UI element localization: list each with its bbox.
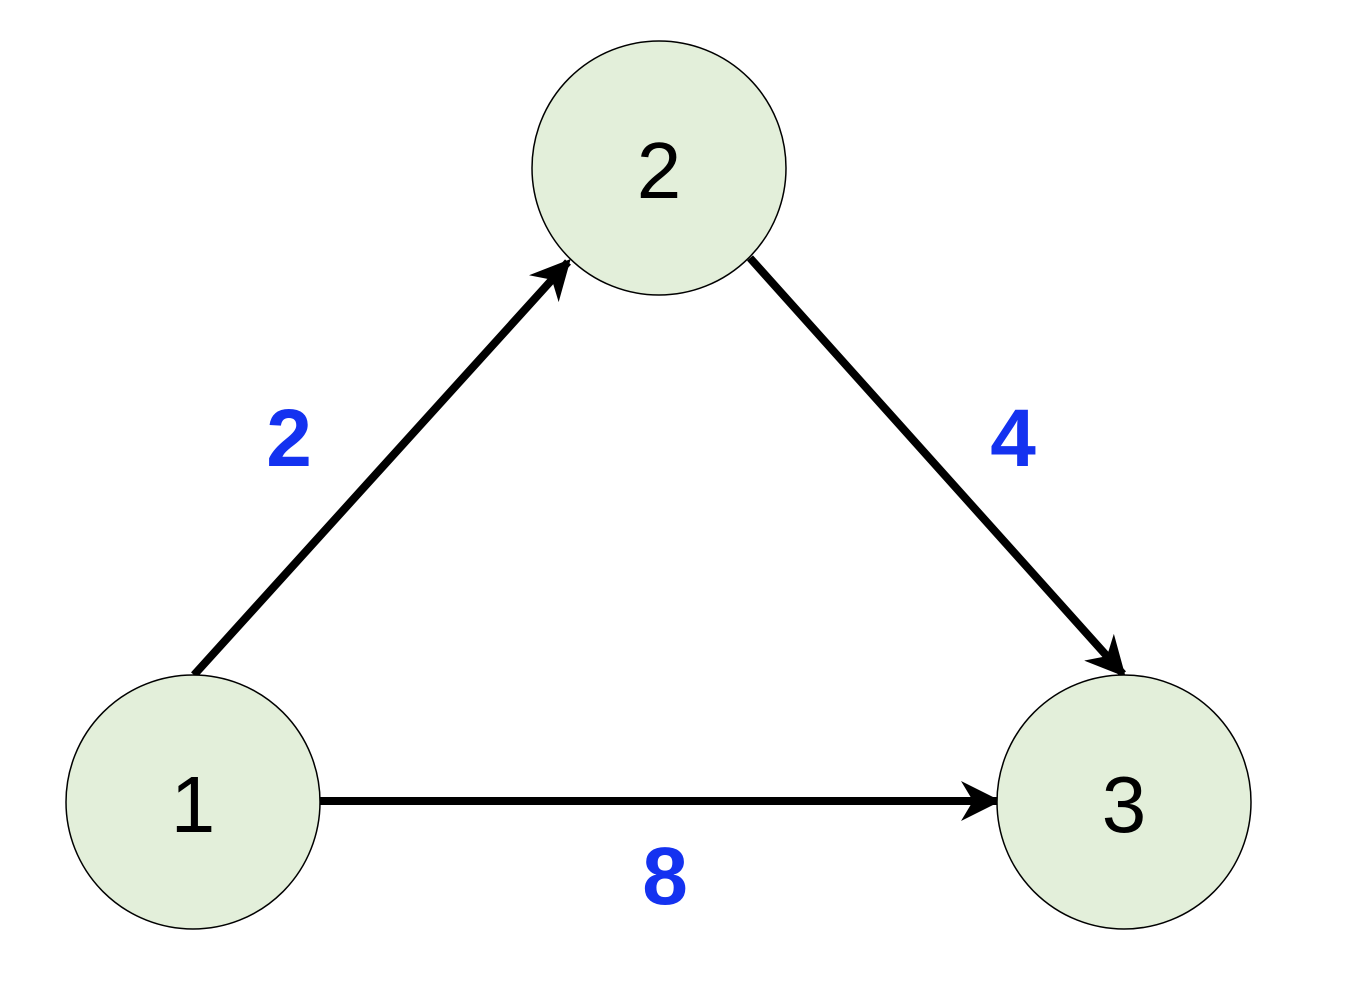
weight-label-1-3: 8 xyxy=(642,831,688,922)
edge-2-to-3 xyxy=(747,255,1126,677)
node-2: 2 xyxy=(531,40,787,296)
edge-weights: 2 4 8 xyxy=(266,393,1036,922)
weight-label-2-3: 4 xyxy=(990,393,1036,484)
node-1-label: 1 xyxy=(171,760,216,849)
node-2-circle xyxy=(531,40,787,296)
node-3-circle xyxy=(996,674,1252,930)
node-1-circle xyxy=(65,674,321,930)
edges xyxy=(191,255,1126,821)
node-3: 3 xyxy=(996,674,1252,930)
node-1: 1 xyxy=(65,674,321,930)
node-2-label: 2 xyxy=(637,126,682,215)
edge-1-to-2 xyxy=(191,259,571,678)
node-3-label: 3 xyxy=(1102,760,1147,849)
weight-label-1-2: 2 xyxy=(266,393,312,484)
